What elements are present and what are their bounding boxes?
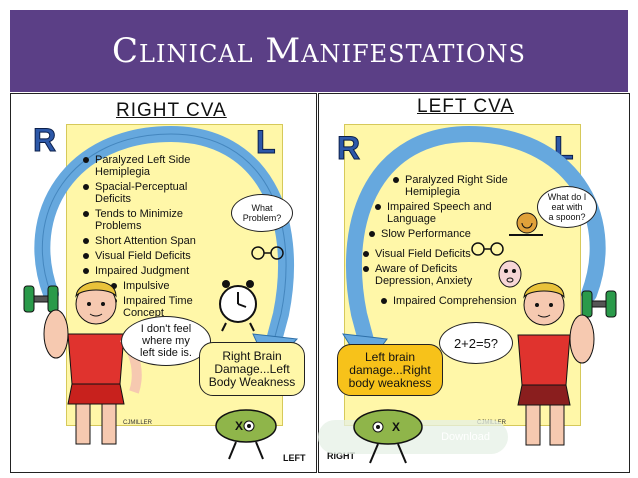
list-item: Short Attention Span [83,235,223,247]
glasses-icon [251,246,284,260]
letter-r: R [336,130,361,167]
list-item: Impaired Judgment [83,265,223,277]
clock-icon [219,280,257,332]
side-label: RIGHT [327,451,355,461]
side-label: LEFT [283,453,306,463]
slide-title: Clinical Manifestations [112,31,526,71]
panel-title: RIGHT CVA [116,100,227,121]
patient-figure [517,282,617,446]
brain-character-icon: X [215,409,277,460]
letter-r: R [32,122,57,159]
svg-text:X: X [235,419,243,433]
download-label: Download [441,431,490,443]
patient-figure [23,281,142,445]
svg-text:X: X [392,420,400,434]
glasses-icon [471,242,504,256]
list-item: Impaired Comprehension [381,295,533,307]
speech-bubble: 2+2=5? [439,322,513,364]
list-item: Visual Field Deficits [83,250,223,262]
title-banner: Clinical Manifestations [10,10,628,92]
artist-signature: CJMILLER [123,420,153,426]
brain-character-icon: X [353,409,423,464]
letter-l: L [256,124,277,161]
list-item: Visual Field Deficits [363,248,533,260]
panel-title: LEFT CVA [417,96,515,117]
list-item: Impulsive [111,280,223,292]
list-item: Slow Performance [369,228,533,240]
anxious-face-icon [498,260,522,288]
snail-icon [509,212,543,236]
